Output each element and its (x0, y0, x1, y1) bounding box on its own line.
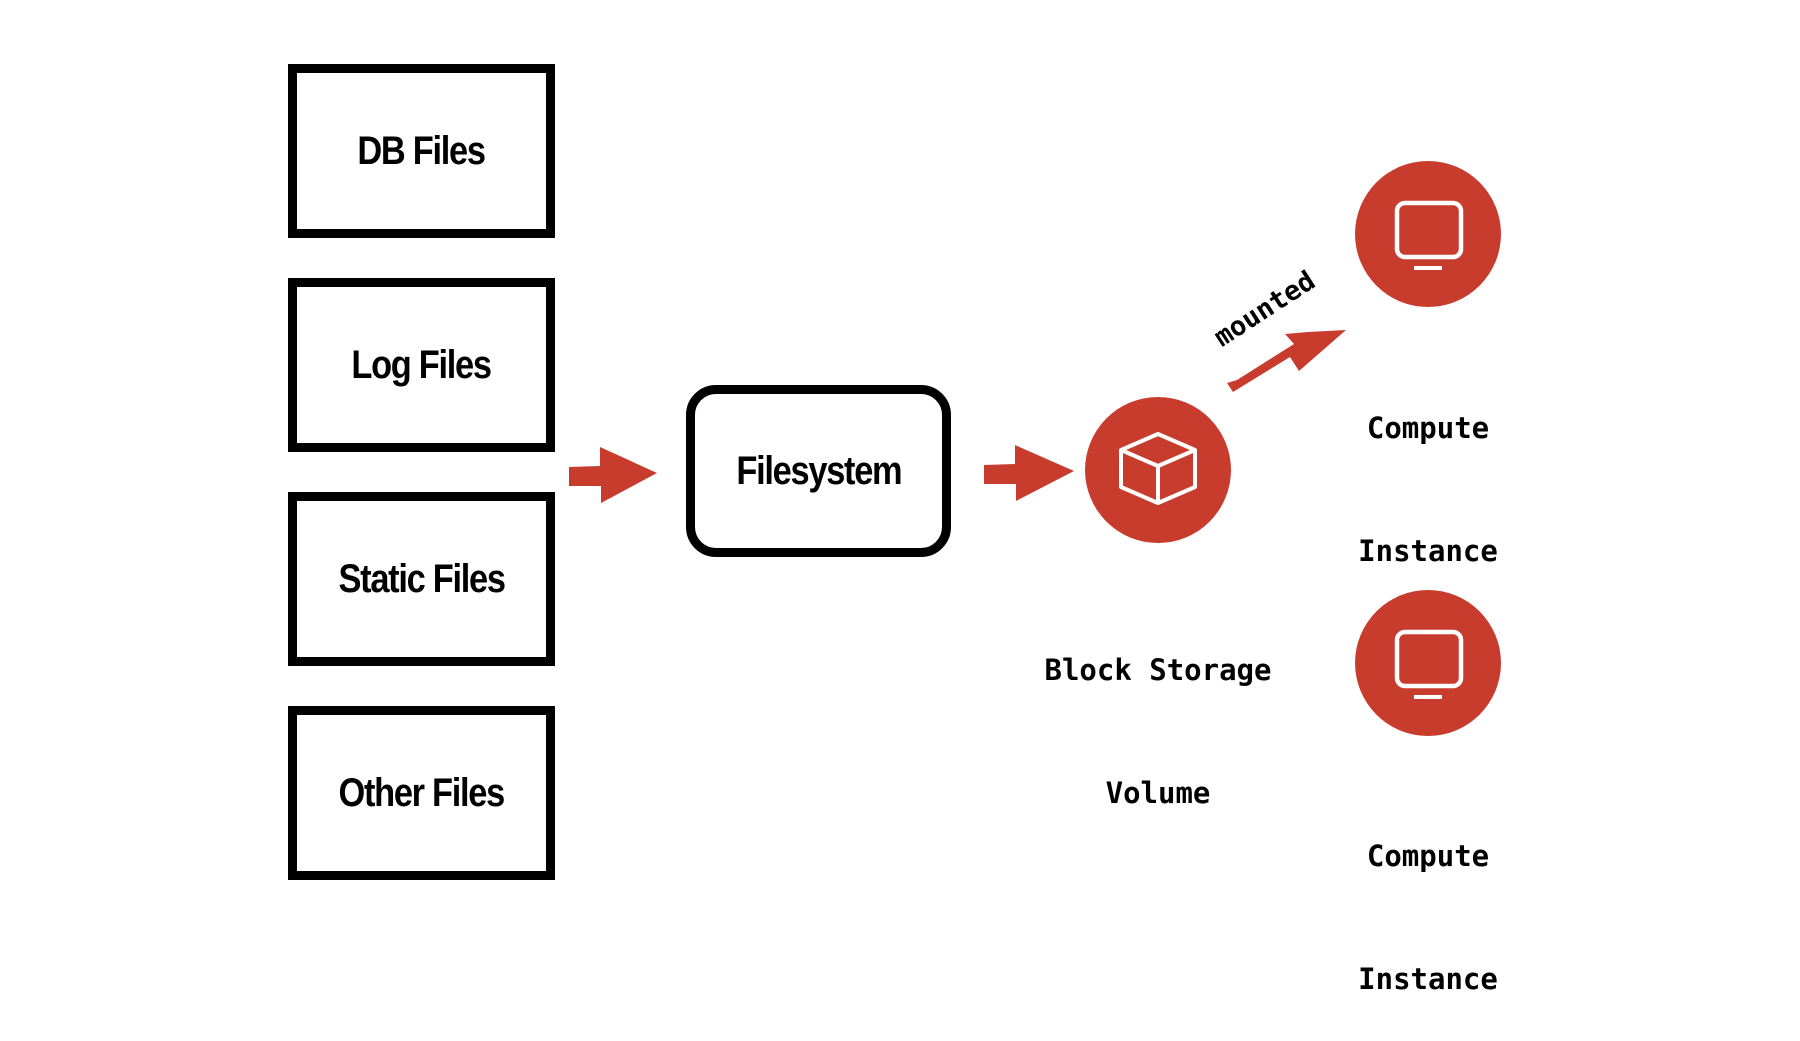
block-storage-label: Block Storage Volume (1008, 568, 1308, 855)
compute-instance-node-2 (1355, 590, 1501, 736)
db-files-label: DB Files (357, 128, 487, 173)
arrow-files-to-filesystem (569, 447, 657, 503)
compute-instance-1-line2: Instance (1358, 534, 1498, 568)
log-files-label: Log Files (351, 342, 493, 387)
block-storage-label-line1: Block Storage (1044, 653, 1272, 687)
block-storage-label-line2: Volume (1105, 776, 1211, 810)
compute-instance-2-line2: Instance (1358, 962, 1498, 996)
compute-instance-label-2: Compute Instance (1328, 754, 1528, 1041)
compute-instance-2-line1: Compute (1366, 839, 1490, 873)
static-files-label: Static Files (338, 556, 505, 601)
monitor-icon (1394, 629, 1464, 699)
filesystem-box: Filesystem (686, 385, 951, 557)
block-storage-node (1085, 397, 1231, 543)
cube-icon (1119, 432, 1197, 505)
diagram-graphics: mounted (569, 161, 1501, 736)
arrow-mounted (1227, 330, 1346, 392)
db-files-box: DB Files (288, 64, 555, 238)
log-files-box: Log Files (288, 278, 555, 452)
compute-instance-1-line1: Compute (1366, 411, 1490, 445)
other-files-label: Other Files (338, 770, 506, 815)
monitor-icon (1394, 200, 1464, 270)
other-files-box: Other Files (288, 706, 555, 880)
compute-instance-node-1 (1355, 161, 1501, 307)
arrow-filesystem-to-block-storage (984, 445, 1074, 501)
compute-instance-label-1: Compute Instance (1328, 326, 1528, 613)
static-files-box: Static Files (288, 492, 555, 666)
filesystem-label: Filesystem (736, 448, 902, 493)
